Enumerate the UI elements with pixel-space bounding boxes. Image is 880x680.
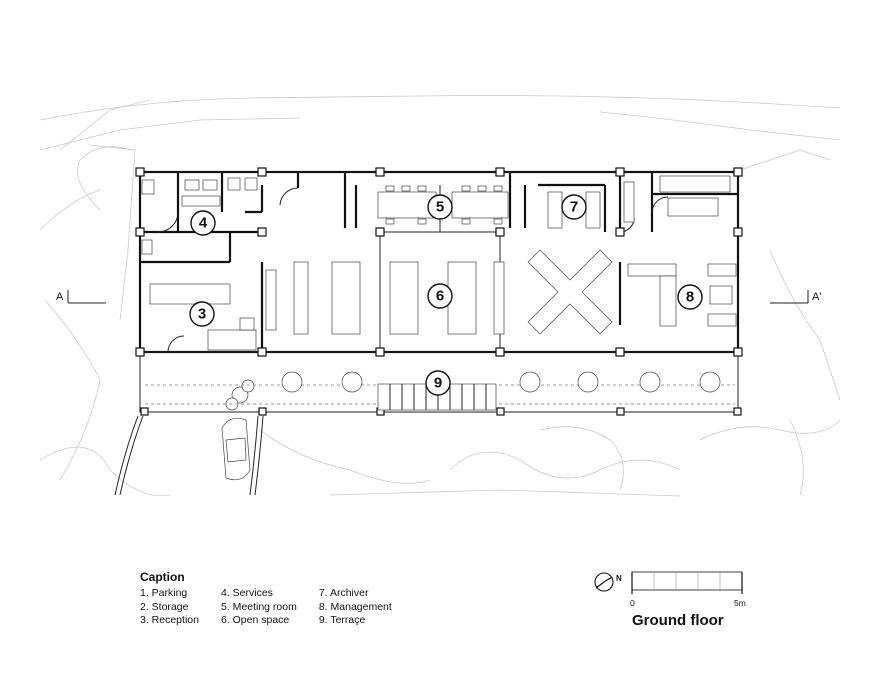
section-label-left: A [56,291,64,303]
room-number: 9 [434,375,442,392]
room-number: 8 [686,289,694,306]
parking-road [114,379,264,496]
room-number: 5 [436,199,444,216]
section-mark-right: A' [770,290,821,304]
caption-item: 2. Storage [140,600,189,613]
site-context [39,95,841,497]
room-marker-4: 4 [190,210,216,236]
caption-column-1: 1. Parking 2. Storage 3. Reception [140,587,199,628]
room-number: 3 [198,306,206,323]
room-marker-9: 9 [425,370,451,396]
caption-item: 6. Open space [220,614,290,626]
north-arrow-icon [594,572,614,592]
room-number: 7 [570,199,578,216]
caption-item: 9. Terraçe [318,614,366,626]
caption-item: 5. Meeting room [220,600,297,613]
room-marker-6: 6 [427,283,453,309]
north-label: N [616,574,622,583]
room-marker-3: 3 [189,301,215,327]
scale-end-label: 5m [734,598,746,608]
table-icon [519,371,541,393]
tree-icon [225,379,255,411]
scale-start-label: 0 [630,598,635,608]
furniture [141,175,737,351]
section-label-right: A' [812,291,821,303]
scale-bar: N 0 5m [594,571,746,608]
caption-column-2: 4. Services 5. Meeting room 6. Open spac… [221,587,297,628]
caption-item: 3. Reception [140,614,199,626]
caption-item: 4. Services [220,587,273,599]
table-icon [639,371,661,393]
table-icon [577,371,599,393]
caption-item: 7. Archiver [318,587,369,599]
section-mark-left: A [56,290,106,304]
caption-column-3: 7. Archiver 8. Management 9. Terraçe [319,587,392,628]
caption-item: 8. Management [318,600,392,613]
room-marker-8: 8 [677,284,703,310]
room-number: 4 [199,215,208,232]
floor-title: Ground floor [632,612,724,629]
table-icon [341,371,363,393]
caption-legend: Caption 1. Parking 2. Storage 3. Recepti… [140,570,440,628]
room-marker-5: 5 [427,194,453,220]
room-marker-7: 7 [561,194,587,220]
caption-title: Caption [140,570,185,584]
columns [135,167,743,416]
table-icon [699,371,721,393]
table-icon [281,371,303,393]
caption-item: 1. Parking [140,587,188,599]
room-number: 6 [436,288,444,305]
